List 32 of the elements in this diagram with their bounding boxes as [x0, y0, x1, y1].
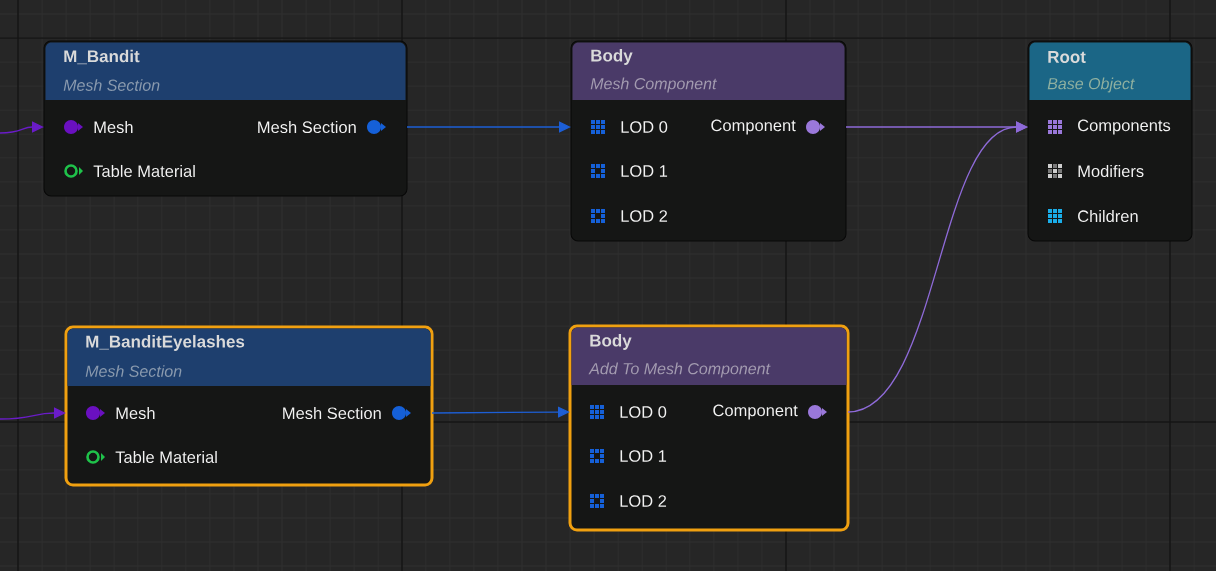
pin-label: Modifiers	[1078, 164, 1144, 178]
connector	[0, 407, 66, 420]
pin-label: LOD 2	[620, 495, 667, 507]
pin-label: LOD 1	[621, 165, 668, 177]
pin-label: Mesh Section	[283, 406, 381, 420]
connector	[431, 406, 570, 418]
node-title: Body	[591, 49, 633, 65]
pin-label: Components	[1078, 119, 1171, 135]
pin-label: Mesh	[116, 406, 155, 420]
connector	[847, 121, 1028, 413]
node-title: M_BanditEyelashes	[86, 335, 245, 351]
pin-label: LOD 0	[620, 406, 667, 418]
node-title: M_Bandit	[64, 49, 140, 65]
node-subtitle: Mesh Section	[85, 365, 182, 377]
connector	[0, 121, 44, 134]
pin-label: LOD 2	[621, 210, 668, 222]
pin-label: Component	[713, 404, 798, 420]
connector	[406, 121, 571, 133]
pin-label: Mesh Section	[258, 120, 356, 134]
node-title: Body	[590, 334, 632, 350]
pin-label: Component	[711, 119, 796, 135]
node-subtitle: Base Object	[1047, 77, 1135, 93]
node-subtitle: Mesh Section	[63, 79, 160, 91]
pin-label: LOD 1	[620, 450, 667, 462]
node-subtitle: Add To Mesh Component	[588, 362, 771, 378]
pin-label: LOD 0	[621, 121, 668, 133]
node-subtitle: Mesh Component	[590, 77, 717, 93]
pin-label: Mesh	[94, 120, 133, 134]
pin-label: Table Material	[93, 164, 195, 178]
pin-label: Table Material	[115, 450, 217, 464]
pin-label: Children	[1078, 209, 1138, 223]
node-title: Root	[1048, 51, 1086, 63]
